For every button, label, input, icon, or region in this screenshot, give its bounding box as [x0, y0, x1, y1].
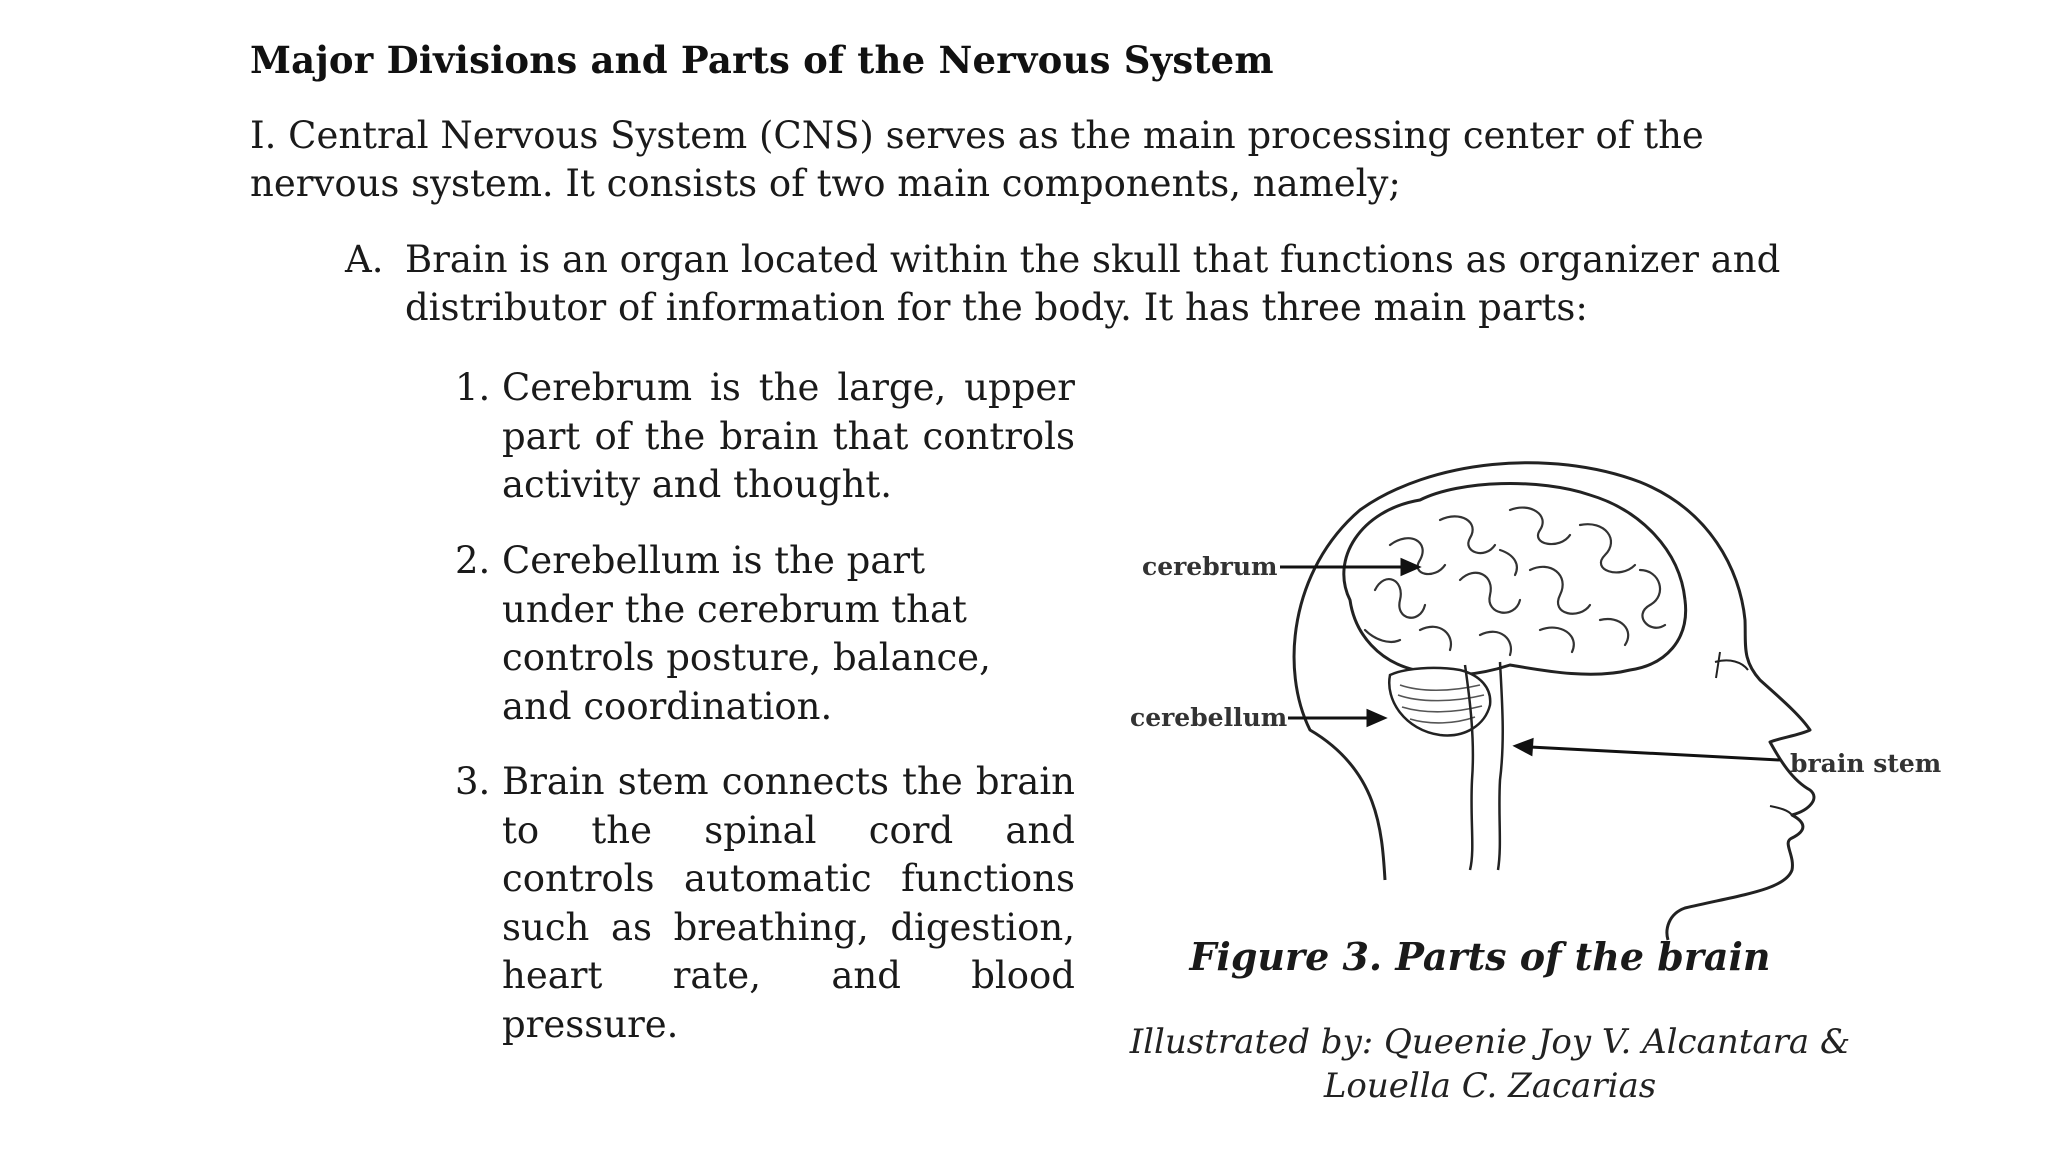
credit-line1: Illustrated by: Queenie Joy V. Alcantara…	[1129, 1022, 1851, 1062]
brain-description-line1: Brain is an organ located within the sku…	[405, 238, 1781, 281]
list-item-number: 2.	[455, 539, 491, 582]
cerebrum-folds	[1363, 506, 1667, 657]
list-item-text: Cerebrum is the large, upper part of the…	[502, 366, 1075, 506]
label-arrows	[1280, 557, 1781, 762]
cerebellum-lines	[1397, 684, 1485, 724]
brain-illustration: cerebrum cerebellum brain stem	[1130, 461, 1941, 941]
brain-subsection: A. Brain is an organ located within the s…	[345, 236, 1825, 332]
eye-mark	[1714, 651, 1749, 679]
list-item-text: Cerebellum is the part under the cerebru…	[502, 539, 991, 728]
list-item-number: 3.	[455, 760, 491, 803]
cns-intro-paragraph: I. Central Nervous System (CNS) serves a…	[250, 114, 1704, 205]
subsection-label: A.	[345, 238, 384, 281]
lip-mark	[1769, 805, 1793, 816]
figure-caption: Figure 3. Parts of the brain	[1189, 934, 1771, 979]
credit-line2: Louella C. Zacarias	[1323, 1066, 1657, 1106]
head-outline	[1292, 461, 1816, 941]
label-cerebellum: cerebellum	[1130, 703, 1287, 732]
cerebellum-shape	[1387, 666, 1492, 737]
list-item-number: 1.	[455, 366, 491, 409]
list-item-cerebrum: 1. Cerebrum is the large, upper part of …	[455, 364, 1075, 510]
list-item-cerebellum: 2. Cerebellum is the part under the cere…	[455, 537, 1075, 731]
figure-credit: Illustrated by: Queenie Joy V. Alcantara…	[1100, 1020, 1880, 1108]
list-item-brain-stem: 3. Brain stem connects the brain to the …	[455, 758, 1075, 1049]
brain-description-line2: distributor of information for the body.…	[405, 286, 1588, 329]
list-item-text: Brain stem connects the brain to the spi…	[502, 760, 1075, 1046]
brain-figure: cerebrum cerebellum brain stem	[1120, 430, 1960, 950]
cerebrum-shape	[1342, 482, 1688, 677]
label-brain-stem: brain stem	[1790, 749, 1941, 778]
label-cerebrum: cerebrum	[1142, 552, 1278, 581]
section-heading: Major Divisions and Parts of the Nervous…	[250, 38, 1274, 82]
brain-stem-shape	[1463, 661, 1504, 871]
